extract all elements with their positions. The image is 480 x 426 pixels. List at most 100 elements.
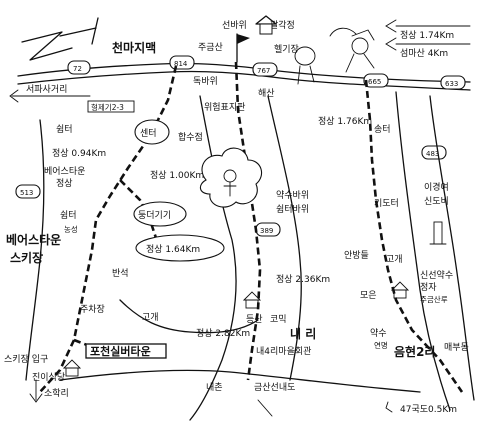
center-bubble: [134, 119, 170, 145]
peak-dokbawi: 독바위: [193, 76, 218, 87]
label-danger-sign: 위험표지판: [204, 102, 245, 113]
house-icon-3: [62, 359, 82, 377]
label-jeongja: 정자: [420, 282, 437, 293]
label-songteo: 송터: [374, 124, 391, 135]
dist-jeongsang-094: 정상 0.94Km: [52, 148, 106, 159]
dist-jeongsang-282: 정상 2.82Km: [196, 328, 250, 339]
label-yeonmyeong: 연명: [374, 340, 388, 350]
peak-jugeumsan: 주금산: [198, 42, 223, 53]
region-naechon: 내촌: [206, 382, 223, 393]
label-jini-restaurant: 진이식당: [32, 372, 65, 383]
label-maebudong: 매부동: [444, 342, 469, 353]
peak-heliport: 헬기장: [274, 44, 299, 55]
road-center-right: [267, 95, 302, 381]
trail-main-center: [234, 61, 262, 381]
road-shield-767: 767: [252, 62, 278, 77]
label-sinseon-yaksu: 신선약수: [420, 269, 453, 281]
label-yaksu-rock: 약수바위: [276, 189, 309, 201]
road-shield-72: 72: [67, 60, 91, 75]
hiker-cloud-illustration: [199, 147, 263, 208]
road-south-west: [119, 299, 259, 334]
hyeongjegi-box: 형제기2-3: [87, 100, 135, 113]
label-gogae-1: 고개: [142, 312, 159, 323]
road-shield-633: 633: [440, 75, 466, 90]
peak-palgakjeong: 팔각정: [270, 19, 295, 31]
pavilion-icon: [255, 15, 277, 35]
monument-icon: [429, 221, 447, 245]
seopa-crossroad-arrow: 서파사거리: [9, 84, 91, 103]
region-bears-town: 베어스타운: [6, 232, 61, 247]
label-center: 센터: [140, 128, 157, 139]
svg-text:665: 665: [368, 78, 381, 86]
road-shield-665: 665: [363, 73, 389, 88]
label-geumsan-road: 금산선내도: [254, 382, 295, 393]
label-swimteo-2: 쉼터: [60, 210, 77, 221]
svg-text:767: 767: [257, 67, 270, 75]
label-gogae-2: 고개: [386, 254, 403, 265]
label-bears-town-peak: 베어스타운: [44, 166, 85, 177]
label-moeun: 모은: [360, 290, 377, 301]
trail-east: [364, 79, 464, 393]
dist-jeongsang-176: 정상 1.76Km: [318, 116, 372, 127]
silver-town-box: 포천실버타운: [85, 343, 167, 359]
label-i-gyeongyeo: 이경여: [424, 181, 449, 193]
dist-jeongsang-236: 정상 2.36Km: [276, 274, 330, 285]
road-shield-814: 814: [169, 55, 195, 70]
label-seopasageori: 서파사거리: [26, 84, 67, 95]
label-jugeumsan-ru: 주금산루: [420, 294, 448, 304]
label-rest-rock: 쉼터바위: [276, 204, 309, 215]
label-deungsan: 등산: [246, 314, 263, 325]
road-east-1: [395, 91, 451, 411]
svg-text:633: 633: [445, 80, 458, 88]
dist-top-right-2: 섬마산 4Km: [400, 48, 448, 59]
arrow-route-47: [385, 401, 393, 413]
label-haesan: 해산: [258, 88, 275, 99]
label-komik: 코믹: [270, 313, 287, 325]
arrow-ski-entrance: [29, 379, 43, 403]
region-eumhyeon: 음현2리: [394, 344, 435, 359]
svg-text:389: 389: [260, 227, 273, 235]
region-naeri: 내 리: [290, 326, 316, 341]
label-pocheon-silver-town: 포천실버타운: [90, 344, 151, 358]
dist-top-right-1: 정상 1.74Km: [400, 30, 454, 41]
label-sindobi: 신도비: [424, 196, 449, 207]
summit-flag-icon: [236, 33, 250, 63]
road-bottom: [59, 369, 421, 393]
label-ski-entrance: 스키장 입구: [4, 353, 48, 365]
label-yaksu: 약수: [370, 327, 387, 339]
label-sohaksiri: 소학리: [44, 388, 69, 399]
road-shield-389: 389: [255, 222, 281, 237]
road-shield-483: 483: [421, 145, 447, 160]
label-hyeongjegi: 형제기2-3: [91, 103, 124, 112]
label-naeri-village-hall: 내4리마을회관: [256, 346, 311, 357]
house-icon-1: [242, 291, 262, 309]
bubble-dungdeogi: [133, 201, 187, 227]
svg-text:814: 814: [174, 60, 188, 68]
top-right-distance-note: 정상 1.74Km 섬마산 4Km: [385, 19, 471, 59]
label-gidoteo: 기도터: [374, 198, 399, 209]
label-bansik: 반석: [112, 268, 129, 279]
svg-text:483: 483: [426, 150, 439, 158]
arrow-naechon-bottom: [257, 399, 273, 417]
label-anbangdeul: 안방들: [344, 250, 369, 261]
svg-text:513: 513: [20, 189, 33, 197]
road-shield-513: 513: [15, 184, 41, 199]
label-nongseong: 농성: [64, 225, 78, 234]
dist-jeongsang-164: 정상 1.64Km: [146, 244, 200, 255]
region-ski-resort: 스키장: [10, 250, 43, 265]
hiker-illustration: [294, 27, 375, 85]
road-west-vertical: [25, 119, 45, 381]
road-east-2: [429, 95, 475, 401]
north-arrow-icon: [21, 17, 99, 61]
label-swimteo-1: 쉼터: [56, 124, 73, 135]
svg-text:72: 72: [73, 65, 82, 73]
house-icon-2: [390, 281, 410, 299]
label-jeongsang-word: 정상: [56, 178, 73, 189]
bubble-dist-164: [135, 234, 225, 262]
region-cheonmajimaek: 천마지맥: [112, 40, 156, 55]
dist-jeongsang-100: 정상 1.00Km: [150, 170, 204, 181]
label-dungdeogi: 둥더기기: [138, 210, 171, 221]
label-route-47: 47국도0.5Km: [400, 404, 457, 415]
label-hapsudeom: 합수점: [178, 131, 203, 143]
